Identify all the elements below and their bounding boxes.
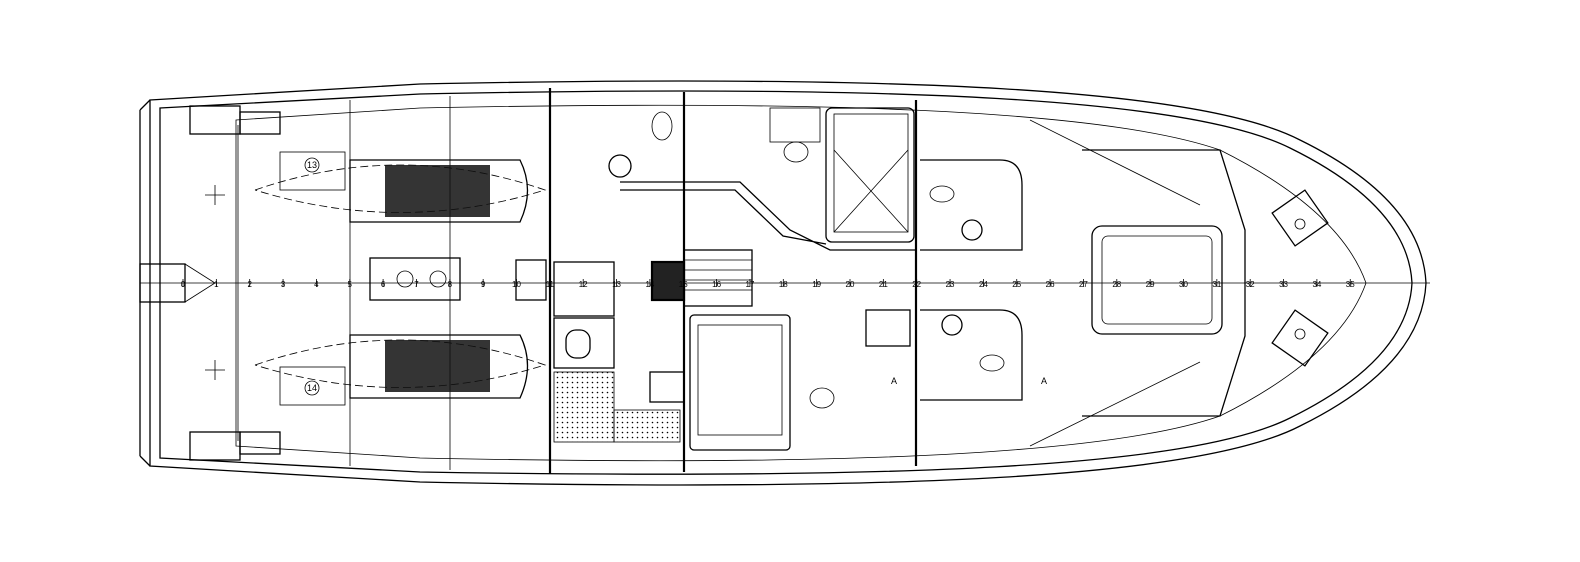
engine-port: 14 (254, 334, 547, 406)
frame-number: 1 (214, 280, 219, 289)
frame-number: 20 (846, 280, 855, 289)
frame-number: 35 (1346, 280, 1355, 289)
frame-number: 22 (912, 280, 921, 289)
frame-number: 2 (247, 280, 252, 289)
frame-number: 34 (1312, 280, 1321, 289)
frame-number: 29 (1146, 280, 1155, 289)
frame-number: 26 (1046, 280, 1055, 289)
frame-number: 7 (414, 280, 419, 289)
frame-number: 28 (1112, 280, 1121, 289)
frame-number: 33 (1279, 280, 1288, 289)
frame-number: 5 (348, 280, 353, 289)
frame-number: 32 (1246, 280, 1255, 289)
frame-number: 25 (1012, 280, 1021, 289)
corridor (620, 181, 916, 251)
frame-number: 6 (381, 280, 386, 289)
frame-number: 9 (481, 280, 486, 289)
reference-marks (205, 185, 225, 380)
frame-number: 14 (645, 280, 654, 289)
frame-number: 18 (779, 280, 788, 289)
bow-hatches (1271, 189, 1329, 367)
frame-number: 13 (612, 280, 621, 289)
section-mark-a: A (1041, 376, 1047, 386)
frame-number: 10 (512, 280, 521, 289)
frame-number: 8 (448, 280, 453, 289)
section-mark-a: A (891, 376, 897, 386)
frame-number: 23 (946, 280, 955, 289)
cabin-port (689, 309, 911, 451)
frame-number: 16 (712, 280, 721, 289)
frame-number: 0 (181, 280, 186, 289)
engine-label-13: 13 (307, 160, 317, 170)
forward-cabin (1029, 119, 1246, 447)
frame-number: 24 (979, 280, 988, 289)
cabin-starboard (769, 107, 915, 243)
frame-number: 11 (546, 280, 555, 289)
frame-number: 17 (745, 280, 754, 289)
engine-starboard: 13 (254, 151, 547, 223)
frame-number: 19 (812, 280, 821, 289)
stern-step (139, 263, 186, 303)
frame-number: 27 (1079, 280, 1088, 289)
engine-label-14: 14 (307, 383, 317, 393)
stern-cleats (189, 105, 281, 461)
frame-number: 30 (1179, 280, 1188, 289)
generator (369, 257, 461, 301)
frame-number: 3 (281, 280, 286, 289)
frame-number: 21 (879, 280, 888, 289)
frame-number: 31 (1212, 280, 1221, 289)
heads (608, 111, 1023, 401)
frame-number: 12 (579, 280, 588, 289)
utility-rooms (515, 249, 753, 443)
frame-number: 4 (314, 280, 319, 289)
frame-number: 15 (679, 280, 688, 289)
